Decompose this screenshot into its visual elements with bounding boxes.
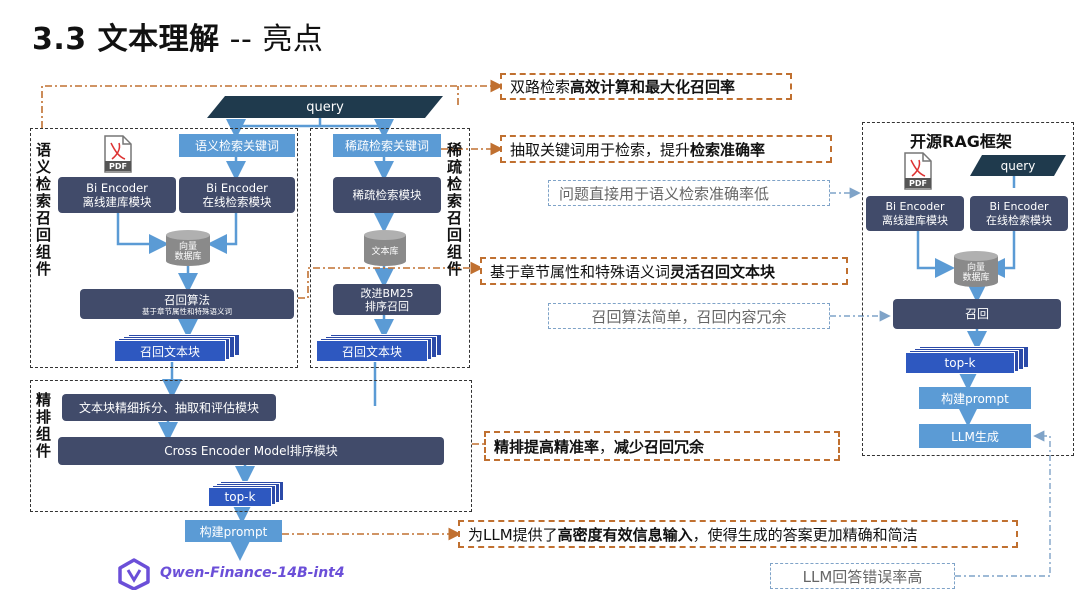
fine-ranking-group	[30, 380, 472, 512]
cross-encoder-module: Cross Encoder Model排序模块	[58, 437, 444, 465]
open-rag-db-shape	[954, 251, 998, 287]
callout-llm-pre: 为LLM提供了	[468, 525, 558, 544]
pdf-icon: PDF	[104, 135, 132, 173]
text-db-shape	[364, 230, 406, 266]
rank-topk-stack: top-k	[208, 481, 288, 509]
open-rag-topk-label: top-k	[905, 352, 1015, 374]
callout-flexible-normal: 基于章节属性和特殊语义词	[490, 262, 671, 281]
open-rag-online-line2: 在线检索模块	[986, 213, 1052, 227]
open-rag-query-node: query	[970, 155, 1066, 176]
semantic-group-label: 语义检索召回组件	[35, 141, 51, 278]
open-rag-db-line1: 向量	[966, 263, 985, 273]
bm25-ranking-box: 改进BM25 排序召回	[333, 284, 441, 315]
bm25-line1: 改进BM25	[360, 286, 414, 300]
sparse-group-label: 稀疏检索召回组件	[446, 141, 462, 278]
bi-encoder-offline-box: Bi Encoder 离线建库模块	[58, 177, 176, 213]
bi-encoder-online-line1: Bi Encoder	[206, 181, 268, 195]
chunk-split-module: 文本块精细拆分、抽取和评估模块	[62, 394, 276, 421]
callout-dual-normal: 双路检索	[510, 78, 571, 96]
open-rag-query-shape	[970, 155, 1066, 176]
open-rag-db-line2: 数据库	[962, 273, 990, 283]
semantic-recalled-chunks: 召回文本块	[114, 334, 244, 364]
sparse-keyword-box: 稀疏检索关键词	[333, 134, 441, 157]
open-rag-offline-line1: Bi Encoder	[885, 199, 945, 213]
fine-ranking-label: 精排组件	[35, 391, 51, 460]
open-rag-build-prompt: 构建prompt	[919, 387, 1031, 409]
page-title: 3.3 文本理解 -- 亮点	[32, 14, 323, 58]
bi-encoder-offline-line1: Bi Encoder	[86, 181, 148, 195]
sparse-retrieval-group	[310, 128, 470, 368]
sparse-chunks-label: 召回文本块	[316, 340, 428, 362]
vector-db-label: 向量 数据库	[164, 239, 212, 265]
note-semantic-low-accuracy: 问题直接用于语义检索准确率低	[548, 180, 830, 206]
bm25-line2: 排序召回	[365, 299, 409, 313]
semantic-chunks-label: 召回文本块	[114, 340, 226, 362]
open-rag-online-box: Bi Encoder 在线检索模块	[970, 196, 1068, 231]
callout-rank-bold: 精排提高精准率	[494, 437, 600, 456]
open-rag-query-label: query	[1000, 158, 1036, 173]
query-label: query	[306, 99, 344, 115]
recall-algorithm-line1: 召回算法	[164, 292, 210, 307]
bi-encoder-online-line2: 在线检索模块	[202, 195, 272, 209]
callout-rank-sep: ，	[599, 437, 615, 456]
callout-fine-ranking: 精排提高精准率，减少召回冗余	[484, 431, 840, 461]
open-rag-title: 开源RAG框架	[910, 132, 1012, 151]
callout-rank-bold2: 减少召回冗余	[614, 437, 705, 456]
open-rag-offline-box: Bi Encoder 离线建库模块	[866, 196, 964, 231]
note-recall-redundant: 召回算法简单，召回内容冗余	[548, 303, 830, 329]
qwen-logo-icon	[118, 558, 150, 590]
bi-encoder-offline-line2: 离线建库模块	[82, 195, 152, 209]
text-db-cylinder: 文本库	[362, 229, 408, 267]
open-rag-db-label: 向量 数据库	[952, 260, 1000, 286]
sparse-retrieval-module: 稀疏检索模块	[333, 177, 441, 213]
pdf-icon: PDF	[904, 152, 932, 190]
callout-keyword-normal: 抽取关键词用于检索，提升	[510, 140, 691, 159]
callout-keyword-extract: 抽取关键词用于检索，提升检索准确率	[500, 135, 832, 163]
vector-db-cylinder: 向量 数据库	[164, 229, 212, 267]
vector-db-line2: 数据库	[174, 252, 202, 262]
callout-dual-bold: 高效计算和最大化召回率	[570, 78, 736, 96]
title-main: 3.3 文本理解	[32, 22, 220, 57]
callout-llm-post: ，使得生成的答案更加精确和简洁	[692, 525, 918, 544]
bi-encoder-online-box: Bi Encoder 在线检索模块	[179, 177, 295, 213]
semantic-retrieval-group	[30, 128, 298, 368]
open-rag-offline-line2: 离线建库模块	[882, 213, 948, 227]
vector-db-shape	[166, 230, 210, 266]
semantic-keyword-box: 语义检索关键词	[179, 134, 295, 157]
open-rag-db-cylinder: 向量 数据库	[952, 250, 1000, 288]
recall-algorithm-line2: 基于章节属性和特殊语义词	[142, 306, 232, 316]
recall-algorithm-box: 召回算法 基于章节属性和特殊语义词	[80, 289, 294, 319]
open-rag-recall-box: 召回	[893, 299, 1061, 329]
open-rag-llm-generate: LLM生成	[919, 424, 1031, 448]
vector-db-line1: 向量	[178, 242, 197, 252]
query-shape	[207, 96, 443, 118]
note-llm-error-rate: LLM回答错误率高	[770, 563, 955, 589]
callout-dual-retrieval: 双路检索高效计算和最大化召回率	[500, 73, 792, 100]
build-prompt-box: 构建prompt	[185, 520, 282, 542]
svg-text:PDF: PDF	[109, 162, 127, 171]
text-db-label: 文本库	[371, 247, 399, 257]
callout-llm-bold: 高密度有效信息输入	[557, 525, 693, 544]
open-rag-online-line1: Bi Encoder	[989, 199, 1049, 213]
title-sub: -- 亮点	[219, 22, 324, 57]
open-rag-group	[862, 122, 1074, 456]
sparse-recalled-chunks: 召回文本块	[316, 334, 446, 364]
callout-keyword-bold: 检索准确率	[690, 140, 766, 159]
open-rag-topk-stack: top-k	[905, 346, 1035, 376]
rank-topk-label: top-k	[208, 487, 272, 507]
svg-text:PDF: PDF	[909, 179, 927, 188]
callout-flexible-recall: 基于章节属性和特殊语义词灵活召回文本块	[480, 257, 848, 285]
model-name: Qwen-Finance-14B-int4	[160, 565, 345, 581]
query-node: query	[207, 96, 443, 118]
callout-llm-input: 为LLM提供了高密度有效信息输入，使得生成的答案更加精确和简洁	[458, 520, 1018, 548]
callout-flexible-bold: 灵活召回文本块	[670, 262, 776, 281]
